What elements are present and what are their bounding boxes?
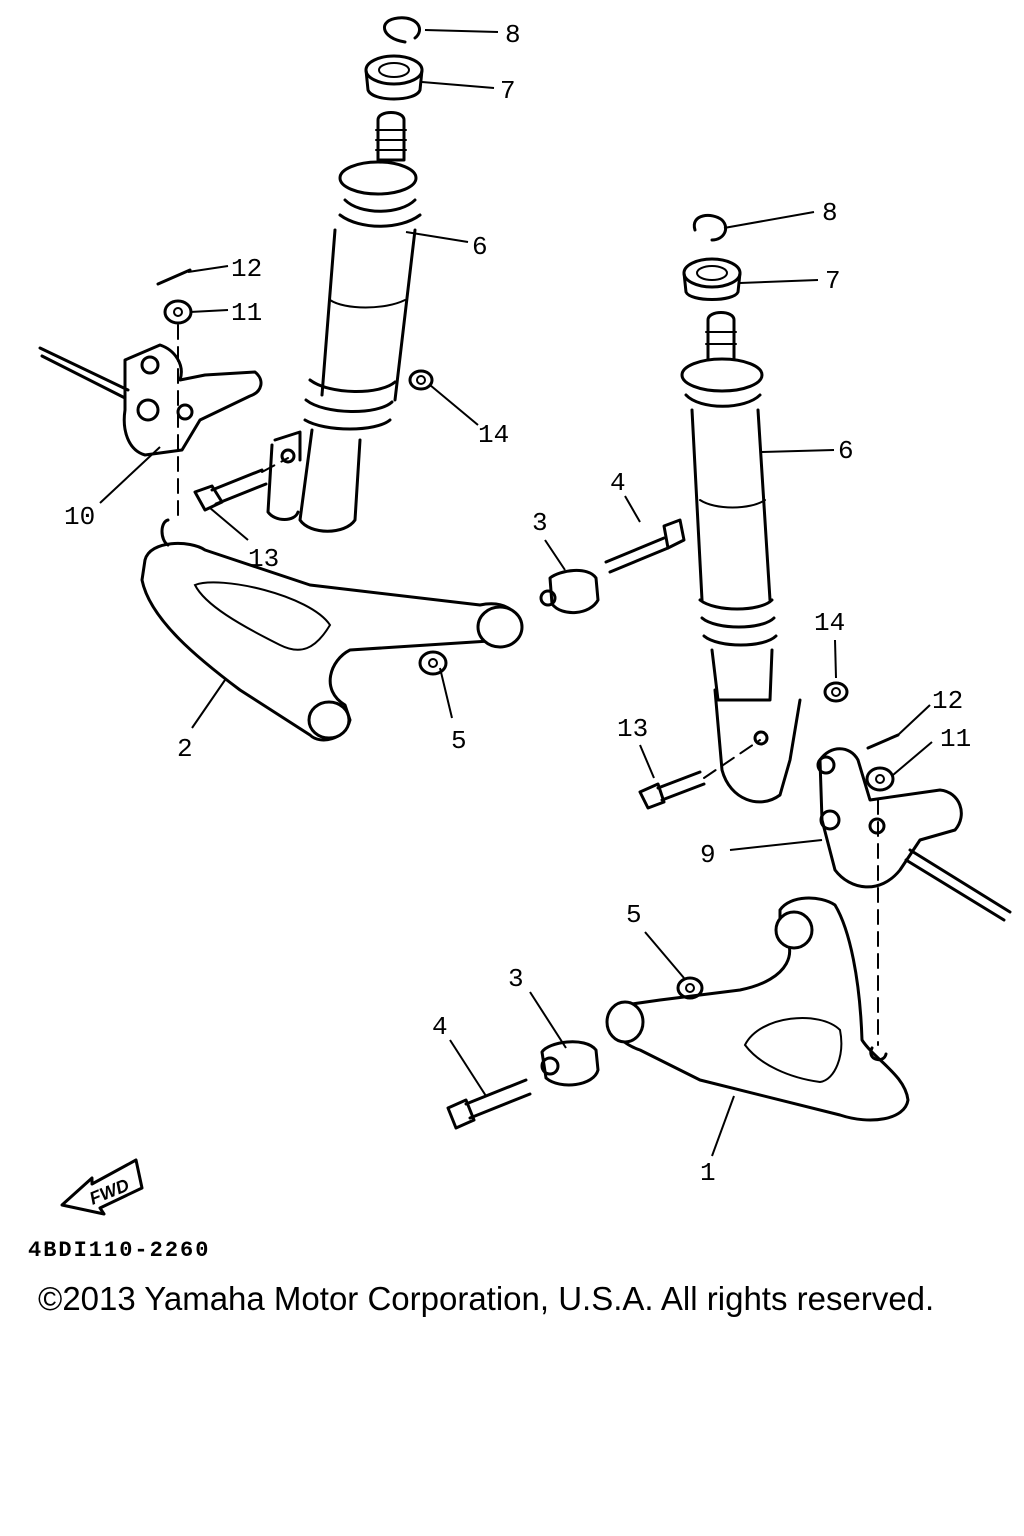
left-bushing-3-part (539, 569, 600, 614)
callout-left-13: 13 (248, 544, 279, 574)
left-bolt-13-part (193, 468, 268, 512)
left-bolt-4-part (604, 518, 686, 574)
left-shock-absorber-part (266, 111, 422, 533)
right-spring-seat-part (682, 257, 742, 301)
left-callouts: 8 7 6 12 11 14 10 13 3 4 2 5 (64, 20, 626, 764)
right-nut-14-part (823, 681, 849, 703)
left-spring-seat-part (364, 54, 424, 101)
callout-right-1: 1 (700, 1158, 716, 1188)
right-lower-arm-part (605, 896, 910, 1122)
callout-left-11: 11 (231, 298, 262, 328)
left-nut-5-part (418, 650, 448, 676)
copyright-notice: ©2013 Yamaha Motor Corporation, U.S.A. A… (38, 1280, 935, 1317)
callout-right-11: 11 (940, 724, 971, 754)
callout-right-13: 13 (617, 714, 648, 744)
callout-right-8: 8 (822, 198, 838, 228)
callout-left-8: 8 (505, 20, 521, 50)
callout-left-7: 7 (500, 76, 516, 106)
right-cotter-pin-part (866, 733, 900, 750)
right-castle-nut-part (865, 766, 895, 792)
callout-right-6: 6 (838, 436, 854, 466)
callout-right-14: 14 (814, 608, 845, 638)
callout-left-10: 10 (64, 502, 95, 532)
callout-right-4: 4 (432, 1012, 448, 1042)
callout-left-3: 3 (532, 508, 548, 538)
left-cotter-pin-part (156, 268, 192, 286)
fwd-arrow-icon: FWD (60, 1158, 144, 1216)
right-knuckle-part (816, 747, 1012, 922)
left-circlip-part (383, 16, 421, 44)
diagram-code: 4BDI110-2260 (28, 1238, 211, 1263)
callout-left-12: 12 (231, 254, 262, 284)
left-lower-arm-part (140, 518, 524, 742)
callout-right-7: 7 (825, 266, 841, 296)
right-bolt-13-part (638, 770, 706, 810)
callout-left-14: 14 (478, 420, 509, 450)
right-bolt-4-part (446, 1078, 532, 1130)
callout-left-2: 2 (177, 734, 193, 764)
left-nut-14-part (408, 369, 434, 391)
leader-lines (99, 29, 933, 1157)
left-bolt-axis (261, 457, 289, 473)
right-nut-5-part (676, 976, 704, 1000)
callout-right-5: 5 (626, 900, 642, 930)
callout-left-5: 5 (451, 726, 467, 756)
right-bolt-axis (703, 739, 761, 779)
right-bushing-3-part (540, 1040, 600, 1087)
right-callouts: 8 7 6 14 12 11 13 9 5 3 4 1 (432, 198, 971, 1188)
left-knuckle-part (38, 343, 263, 457)
callout-right-3: 3 (508, 964, 524, 994)
right-circlip-part (692, 213, 728, 242)
callout-left-4: 4 (610, 468, 626, 498)
right-shock-absorber-part (680, 311, 802, 804)
callout-right-12: 12 (932, 686, 963, 716)
left-castle-nut-part (163, 299, 193, 325)
callout-left-6: 6 (472, 232, 488, 262)
callout-right-9: 9 (700, 840, 716, 870)
